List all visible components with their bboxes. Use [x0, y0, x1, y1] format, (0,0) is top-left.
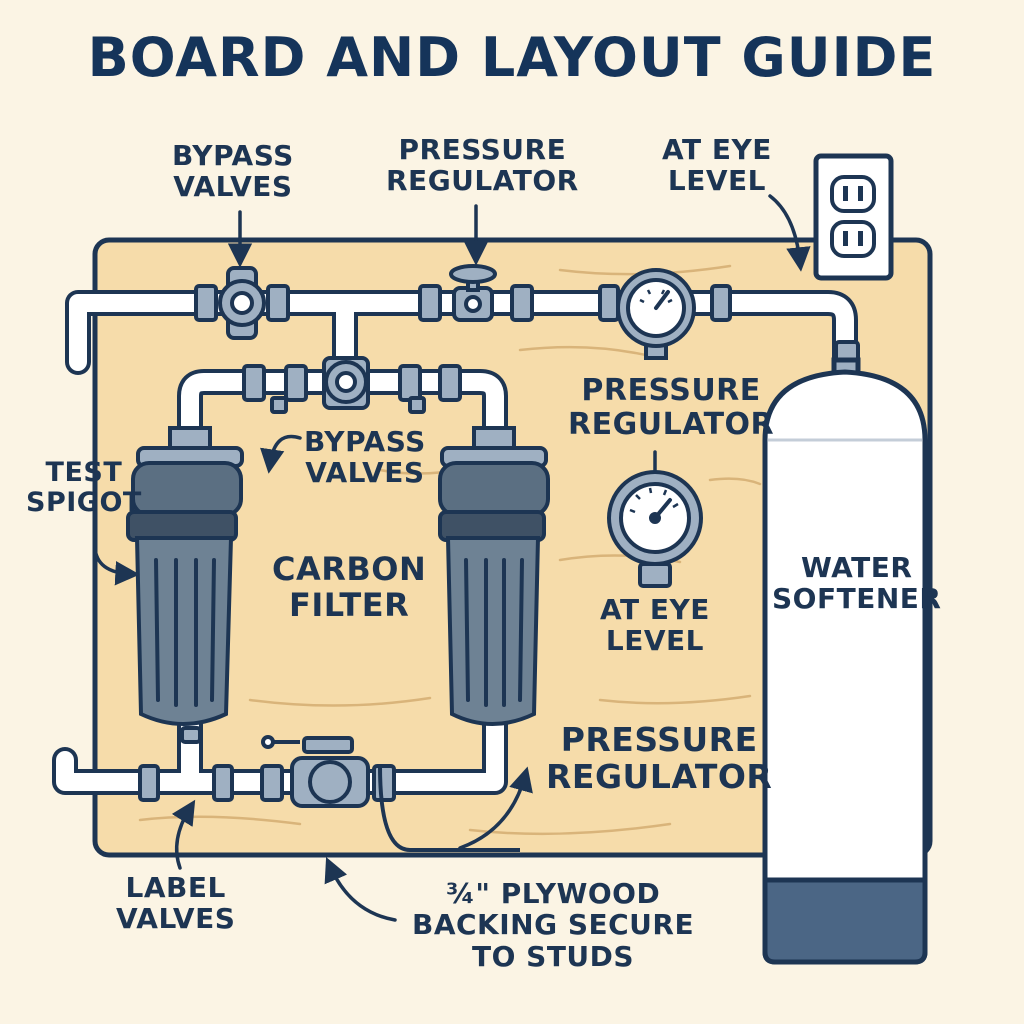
arrow-icon	[324, 857, 397, 922]
pressure-regulator-valve-icon	[449, 264, 497, 322]
pressure-gauge-icon	[607, 470, 703, 588]
arrow-icon	[458, 766, 533, 850]
pressure-gauge-icon	[616, 268, 696, 360]
callout-arrows	[93, 194, 811, 922]
diagram-title: BOARD AND LAYOUT GUIDE	[87, 26, 937, 89]
bottom-valve-icon	[261, 735, 520, 852]
electrical-outlet-icon	[813, 153, 894, 281]
water-softener-tank	[762, 357, 928, 965]
filter-cartridge-icon	[126, 426, 244, 726]
arrow-icon	[768, 194, 811, 272]
filter-cartridge-icon	[438, 426, 550, 726]
pipe-network	[52, 290, 858, 795]
arrow-icon	[260, 434, 302, 474]
arrow-icon	[93, 538, 140, 586]
center-bypass-valve-icon	[270, 356, 426, 414]
arrow-icon	[171, 799, 196, 870]
bypass-valve-icon	[218, 266, 266, 340]
